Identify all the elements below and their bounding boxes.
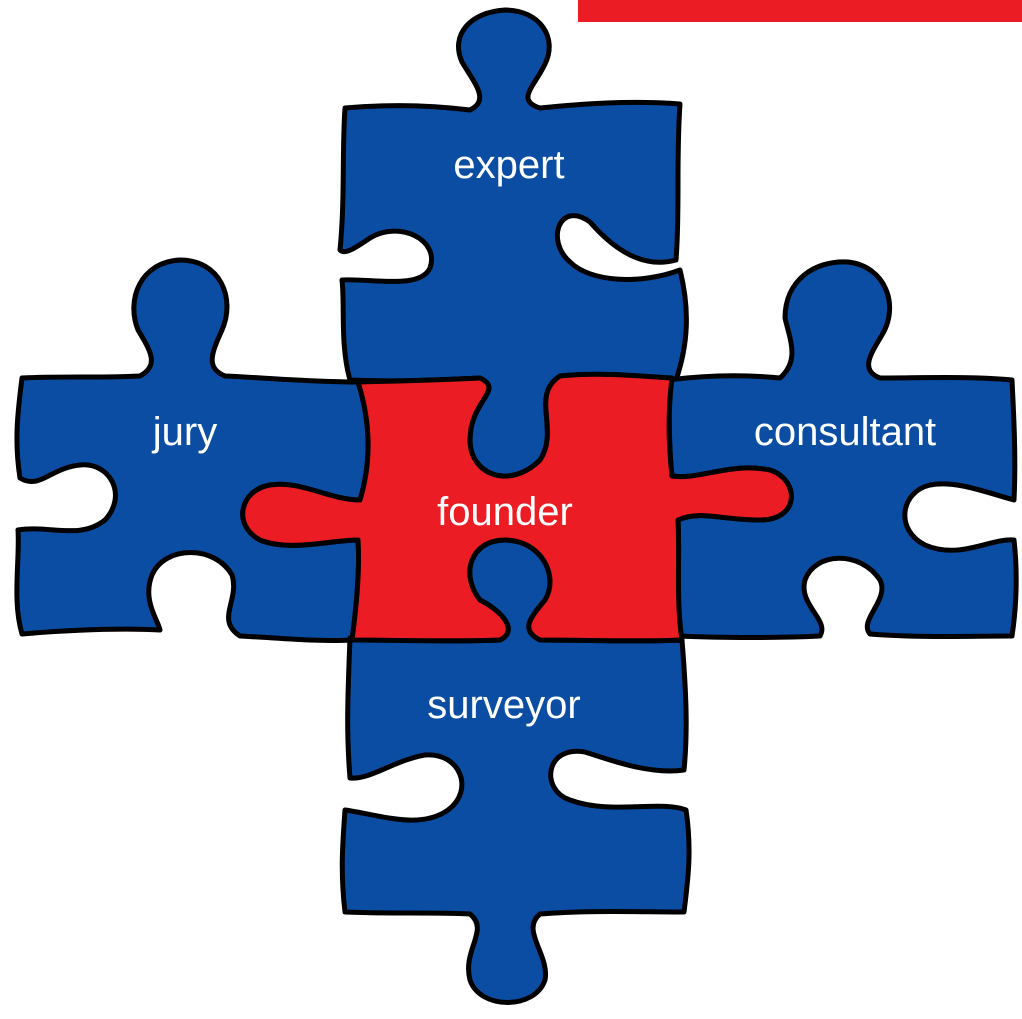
puzzle-piece-expert bbox=[337, 7, 689, 479]
label-founder: founder bbox=[437, 490, 573, 534]
label-expert: expert bbox=[453, 143, 564, 187]
label-surveyor: surveyor bbox=[427, 683, 580, 727]
corner-accent-bar bbox=[578, 0, 1022, 22]
puzzle-piece-founder bbox=[240, 371, 794, 644]
label-jury: jury bbox=[152, 410, 217, 454]
label-consultant: consultant bbox=[754, 410, 936, 454]
